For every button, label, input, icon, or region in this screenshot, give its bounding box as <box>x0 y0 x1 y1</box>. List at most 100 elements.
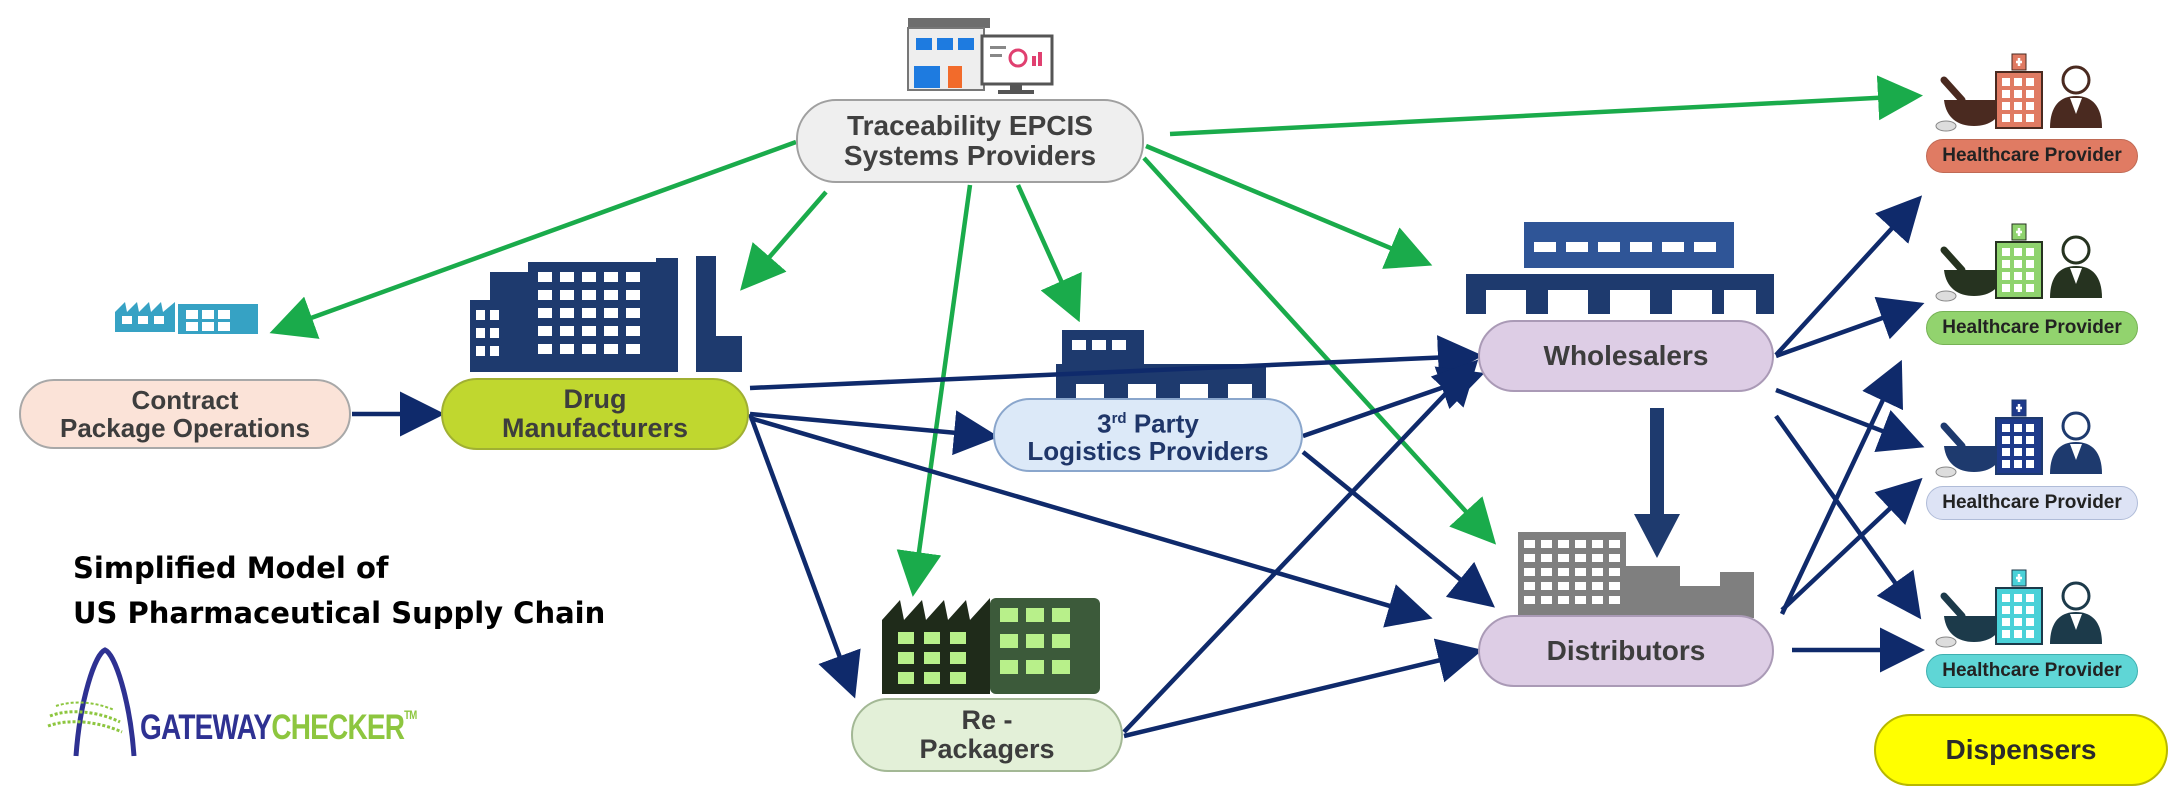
window <box>538 308 552 318</box>
window <box>1609 596 1620 604</box>
window <box>1000 634 1018 648</box>
window <box>2002 90 2010 98</box>
window <box>2014 630 2022 638</box>
window <box>1609 554 1620 562</box>
window <box>490 328 499 338</box>
window <box>2014 594 2022 602</box>
epcis-line2: Systems Providers <box>843 140 1097 171</box>
window <box>2026 248 2034 256</box>
window <box>950 652 966 664</box>
distributor-building-icon <box>1518 532 1754 618</box>
window <box>950 672 966 684</box>
window <box>924 632 940 644</box>
window <box>1524 582 1535 590</box>
window <box>560 308 574 318</box>
hospital-cross <box>2016 58 2022 66</box>
healthcare-provider-3-label: Healthcare Provider <box>1926 486 2138 520</box>
window <box>1000 608 1018 622</box>
mortar-pestle-icon <box>1944 616 2004 642</box>
window <box>560 290 574 300</box>
window <box>2002 606 2010 614</box>
pestle <box>1940 592 1966 620</box>
green-arrow <box>1145 143 1433 269</box>
caption-line2: US Pharmaceutical Supply Chain <box>73 596 606 630</box>
healthcare-provider-icon-group <box>1935 223 2102 302</box>
window <box>1541 540 1552 548</box>
window <box>1592 568 1603 576</box>
window <box>626 290 640 300</box>
window <box>560 326 574 336</box>
window <box>626 344 640 354</box>
window <box>2002 424 2010 432</box>
window <box>626 308 640 318</box>
window <box>2026 630 2034 638</box>
window <box>604 272 618 282</box>
window <box>2002 114 2010 122</box>
window <box>2002 436 2010 444</box>
navy-arrow <box>749 335 1483 391</box>
window <box>2026 90 2034 98</box>
window <box>1575 582 1586 590</box>
window <box>898 632 914 644</box>
window <box>1575 568 1586 576</box>
window <box>1541 582 1552 590</box>
healthcare-provider-1-label: Healthcare Provider <box>1926 139 2138 173</box>
distributors-node: Distributors <box>1478 615 1774 687</box>
green-arrow <box>1169 75 1923 137</box>
tpl-line1: 3rd Party <box>1097 408 1199 439</box>
window <box>2026 606 2034 614</box>
navy-arrow <box>749 415 1433 628</box>
window <box>538 344 552 354</box>
doctor-icon <box>2061 65 2091 95</box>
window <box>2026 284 2034 292</box>
navy-arrow <box>1779 359 1903 615</box>
window <box>2014 114 2022 122</box>
mortar-pestle-icon <box>1944 446 2004 472</box>
logo-part2: CHECKER <box>271 708 405 747</box>
window <box>2026 114 2034 122</box>
doctor-collar <box>2070 268 2082 284</box>
window <box>2026 272 2034 280</box>
window <box>2002 272 2010 280</box>
navy-arrow <box>1775 296 1925 359</box>
window <box>2014 424 2022 432</box>
hospital-cross <box>2016 228 2022 236</box>
big-arrow-shaft <box>1650 408 1664 516</box>
logo-part1: GATEWAY <box>140 708 272 747</box>
window <box>1558 554 1569 562</box>
pestle <box>1940 76 1966 104</box>
doctor-collar <box>2070 614 2082 630</box>
window <box>2014 272 2022 280</box>
window <box>2014 448 2022 456</box>
healthcare-provider-icon-group <box>1935 399 2102 478</box>
window <box>2002 448 2010 456</box>
manufacturer-windows <box>476 272 640 356</box>
logo-tm: TM <box>404 708 417 722</box>
pill <box>1935 290 1957 302</box>
window <box>1026 608 1044 622</box>
window <box>604 344 618 354</box>
navy-arrow <box>1775 387 1925 453</box>
drug-line1: Drug <box>563 384 627 414</box>
window <box>476 310 485 320</box>
wholesalers-label: Wholesalers <box>1543 340 1709 371</box>
factory-icon <box>115 302 258 334</box>
doctor-icon <box>2061 235 2091 265</box>
window <box>1592 554 1603 562</box>
tpl-line2: Logistics Providers <box>1027 436 1269 467</box>
window <box>626 326 640 336</box>
window <box>1558 596 1569 604</box>
repack-line2: Packagers <box>919 734 1055 764</box>
window <box>1052 608 1070 622</box>
window <box>2026 448 2034 456</box>
window <box>2014 606 2022 614</box>
window <box>582 308 596 318</box>
mortar-pestle-icon <box>1944 270 2004 296</box>
window <box>1524 540 1535 548</box>
pill <box>1935 120 1957 132</box>
green-arrow <box>269 139 797 339</box>
window <box>2014 248 2022 256</box>
healthcare-provider-icons <box>1935 53 2102 648</box>
window <box>2014 260 2022 268</box>
